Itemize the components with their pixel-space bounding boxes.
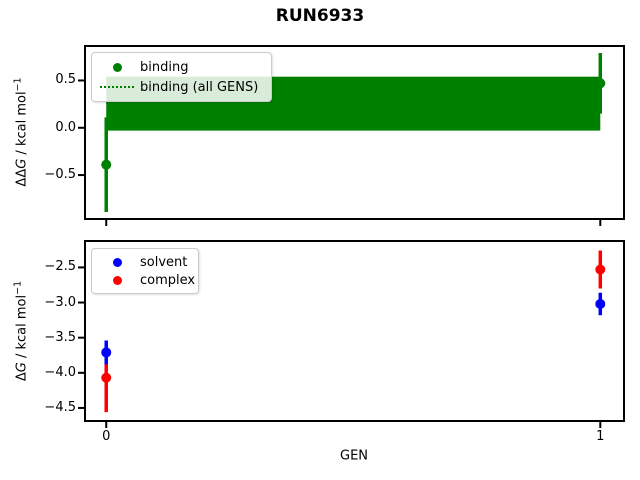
- data-point-binding-gen0: [101, 159, 112, 170]
- y-tick-label: −0.5: [44, 167, 76, 183]
- data-point-complex-gen0: [101, 372, 112, 383]
- data-point-solvent-gen1: [595, 298, 606, 309]
- legend-marker-area: [98, 257, 136, 267]
- y-tick-label: −2.5: [44, 259, 76, 275]
- binding-all-gens-dotted-line-icon: [100, 86, 134, 88]
- ylabel-exponent: −1: [12, 280, 24, 295]
- y-tick-label: 0.5: [55, 72, 76, 88]
- y-tick-label: −3.5: [44, 329, 76, 345]
- legend-marker-area: [98, 275, 136, 285]
- x-tick-label: 0: [102, 429, 111, 444]
- ylabel-g: G: [14, 158, 30, 169]
- legend-item-solvent: solvent: [98, 253, 190, 271]
- y-tick-label: 0.0: [55, 119, 76, 135]
- axes-phase-plot: [78, 240, 625, 428]
- legend-phase: solvent complex: [91, 248, 199, 294]
- data-point-solvent-gen0: [101, 347, 112, 358]
- complex-dot-icon: [112, 275, 122, 285]
- legend-item-binding: binding: [98, 57, 263, 77]
- axes-spines: [84, 45, 625, 220]
- legend-label-complex: complex: [140, 272, 196, 288]
- data-point-complex-gen1: [595, 264, 606, 275]
- y-tick-label: −3.0: [44, 294, 76, 310]
- ylabel-delta: Δ: [14, 372, 30, 382]
- ylabel-unit: / kcal mol: [14, 91, 30, 159]
- x-tick-label: 1: [596, 429, 605, 444]
- y-axis-label-phase: ΔG / kcal mol−1: [12, 281, 29, 381]
- legend-item-complex: complex: [98, 271, 195, 289]
- ylabel-delta: ΔΔ: [14, 168, 30, 187]
- y-tick-label: −4.5: [44, 399, 76, 415]
- binding-dot-icon: [112, 62, 122, 72]
- figure-title: RUN6933: [275, 6, 365, 26]
- legend-item-binding-all-gens: binding (all GENS): [98, 77, 263, 97]
- legend-label-solvent: solvent: [140, 254, 188, 270]
- solvent-dot-icon: [112, 257, 122, 267]
- data-point-binding-gen1: [595, 78, 606, 89]
- legend-label-binding: binding: [140, 59, 189, 75]
- ylabel-g: G: [14, 362, 30, 373]
- ylabel-unit: / kcal mol: [14, 294, 30, 363]
- y-tick-label: −4.0: [44, 364, 76, 380]
- y-axis-label-binding: ΔΔG / kcal mol−1: [12, 77, 29, 186]
- ylabel-exponent: −1: [12, 77, 24, 92]
- legend-label-binding-all-gens: binding (all GENS): [140, 79, 259, 95]
- legend-binding: binding binding (all GENS): [91, 52, 272, 102]
- legend-marker-area: [98, 62, 136, 72]
- axes-spines: [84, 240, 625, 422]
- x-axis-label: GEN: [339, 448, 369, 464]
- legend-marker-area: [98, 86, 136, 88]
